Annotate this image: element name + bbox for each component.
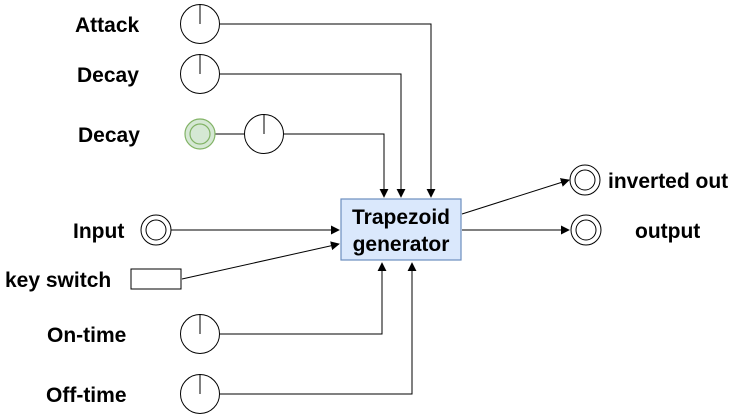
- block-title-line2: generator: [353, 233, 450, 256]
- decay-knob-2[interactable]: [244, 114, 284, 154]
- block-title-line1: Trapezoid: [352, 206, 450, 229]
- decay-label-1: Decay: [77, 64, 139, 87]
- on-time-knob[interactable]: [180, 314, 220, 354]
- decay2-connection: [284, 133, 389, 198]
- output-jack[interactable]: [570, 214, 602, 246]
- decay-knob-1[interactable]: [180, 54, 220, 94]
- decay-label-2: Decay: [78, 124, 140, 147]
- decay-green-jack[interactable]: [184, 118, 216, 150]
- attack-knob[interactable]: [180, 4, 220, 44]
- on-time-label: On-time: [47, 324, 126, 347]
- attack-label: Attack: [75, 14, 140, 37]
- key-switch-label: key switch: [5, 269, 111, 292]
- attack-connection: [220, 23, 436, 198]
- inverted-out-jack[interactable]: [569, 164, 601, 196]
- off-time-connection: [220, 262, 417, 395]
- inverted-out-connection: [461, 178, 570, 215]
- off-time-label: Off-time: [46, 384, 127, 407]
- key-switch[interactable]: [130, 268, 182, 290]
- decay1-connection: [220, 73, 406, 198]
- input-jack[interactable]: [140, 214, 172, 246]
- key-switch-connection: [181, 241, 340, 280]
- output-label: output: [635, 220, 700, 243]
- on-time-connection: [220, 262, 387, 335]
- off-time-knob[interactable]: [180, 374, 220, 414]
- inverted-out-label: inverted out: [608, 170, 728, 193]
- input-label: Input: [73, 220, 124, 243]
- trapezoid-generator-block: Trapezoid generator: [340, 198, 462, 261]
